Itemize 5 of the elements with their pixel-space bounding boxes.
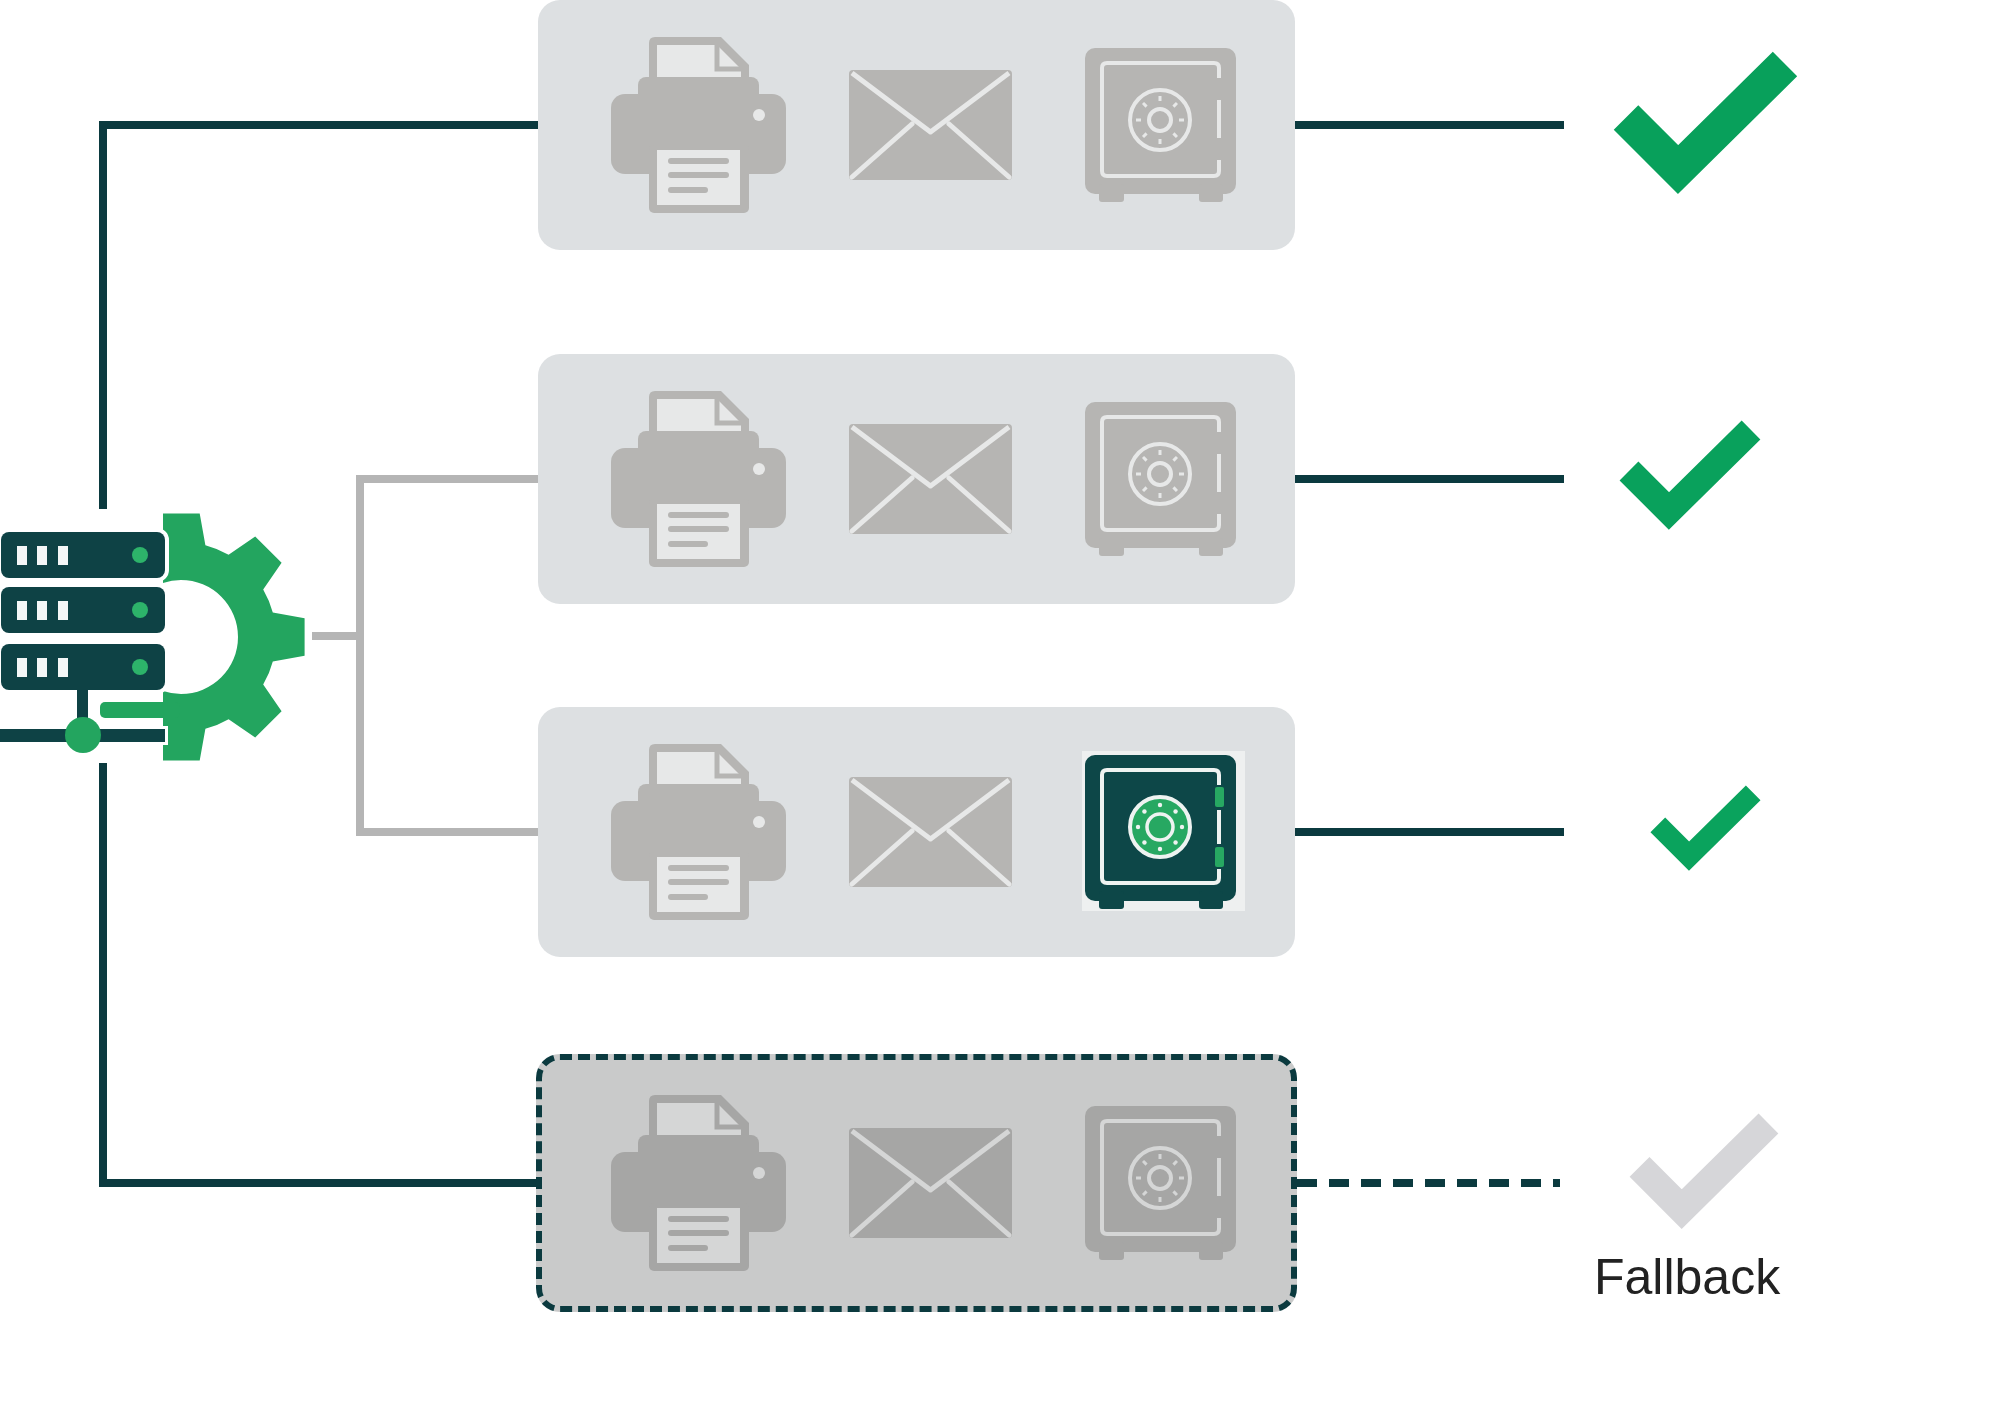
- icon-panel: [538, 707, 1295, 957]
- caption-label: Fallback: [1594, 1252, 1781, 1302]
- icon-panel: [538, 354, 1295, 604]
- dashed-icon-panel: [536, 1054, 1297, 1312]
- icon-panel: [538, 0, 1295, 250]
